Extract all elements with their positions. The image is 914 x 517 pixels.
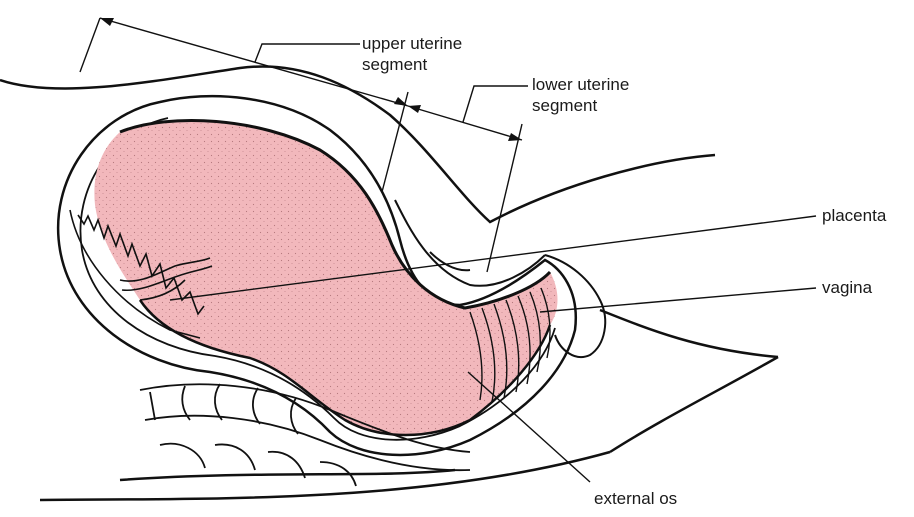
label-lower-uterine-segment: lower uterine segment [532,74,629,116]
label-upper-uterine-segment: upper uterine segment [362,33,462,75]
label-vagina: vagina [822,277,872,298]
label-lower-uterine-segment-line1: lower uterine [532,74,629,95]
label-placenta: placenta [822,205,886,226]
label-external-os: external os [594,488,677,509]
label-lower-uterine-segment-line2: segment [532,95,629,116]
label-upper-uterine-segment-line2: segment [362,54,462,75]
label-upper-uterine-segment-line1: upper uterine [362,33,462,54]
